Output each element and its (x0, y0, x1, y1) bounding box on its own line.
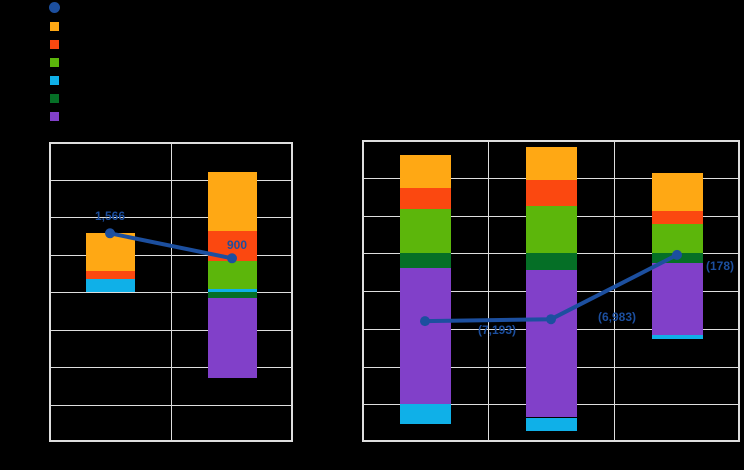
bar-segment-red (525, 180, 577, 207)
line-marker (546, 314, 556, 325)
bar-segment-cyan (399, 404, 451, 425)
net-line-data-label: 1,566 (94, 209, 126, 224)
bar-segment-cyan (85, 278, 135, 292)
legend-swatch-green (50, 58, 59, 67)
gridline-v (171, 142, 172, 442)
bar-segment-red (85, 271, 135, 279)
line-marker (420, 316, 430, 327)
line-marker (227, 253, 237, 264)
legend (49, 2, 60, 121)
panel-right: (7,193) (6,983) (178) (362, 140, 740, 442)
bar-segment-darkgreen (399, 253, 451, 269)
bar-segment-cyan (525, 417, 577, 431)
net-line (424, 253, 678, 324)
gridline-v (488, 140, 489, 442)
bar-segment-purple (207, 297, 257, 379)
net-line-data-label: 900 (226, 238, 248, 253)
net-line (109, 231, 233, 261)
net-line-data-label: (178) (705, 258, 735, 273)
net-line-series (105, 228, 237, 264)
net-line-data-label: (6,983) (597, 310, 637, 325)
bar-segment-red (651, 210, 703, 224)
line-marker (672, 249, 682, 260)
legend-swatch-purple (50, 112, 59, 121)
legend-swatch-cyan (50, 76, 59, 85)
bar-segment-darkgreen (525, 253, 577, 271)
legend-swatch-red (50, 40, 59, 49)
net-line-data-label: (7,193) (477, 323, 517, 338)
legend-swatch-darkgreen (50, 94, 59, 103)
bar-segment-orange (85, 233, 135, 272)
bar-segment-orange (651, 173, 703, 211)
panel-left: 1,566 900 (49, 142, 293, 442)
bar-segment-purple (651, 262, 703, 336)
bar-segment-cyan (651, 335, 703, 340)
bar-segment-orange (525, 147, 577, 181)
bar-segment-darkgreen (207, 292, 257, 298)
bar-segment-green (207, 260, 257, 289)
bar-segment-green (651, 224, 703, 254)
bar-segment-red (399, 188, 451, 209)
bar-segment-orange (207, 172, 257, 231)
net-line-series (420, 249, 682, 327)
bar-segment-green (525, 206, 577, 254)
legend-marker-net-line (49, 2, 60, 13)
bar-segment-orange (399, 155, 451, 189)
bar-segment-green (399, 208, 451, 254)
bar-segment-purple (525, 270, 577, 418)
gridline-v (614, 140, 615, 442)
legend-swatch-orange (50, 22, 59, 31)
bar-segment-cyan (207, 289, 257, 292)
bar-segment-purple (399, 268, 451, 405)
line-marker (105, 228, 115, 239)
